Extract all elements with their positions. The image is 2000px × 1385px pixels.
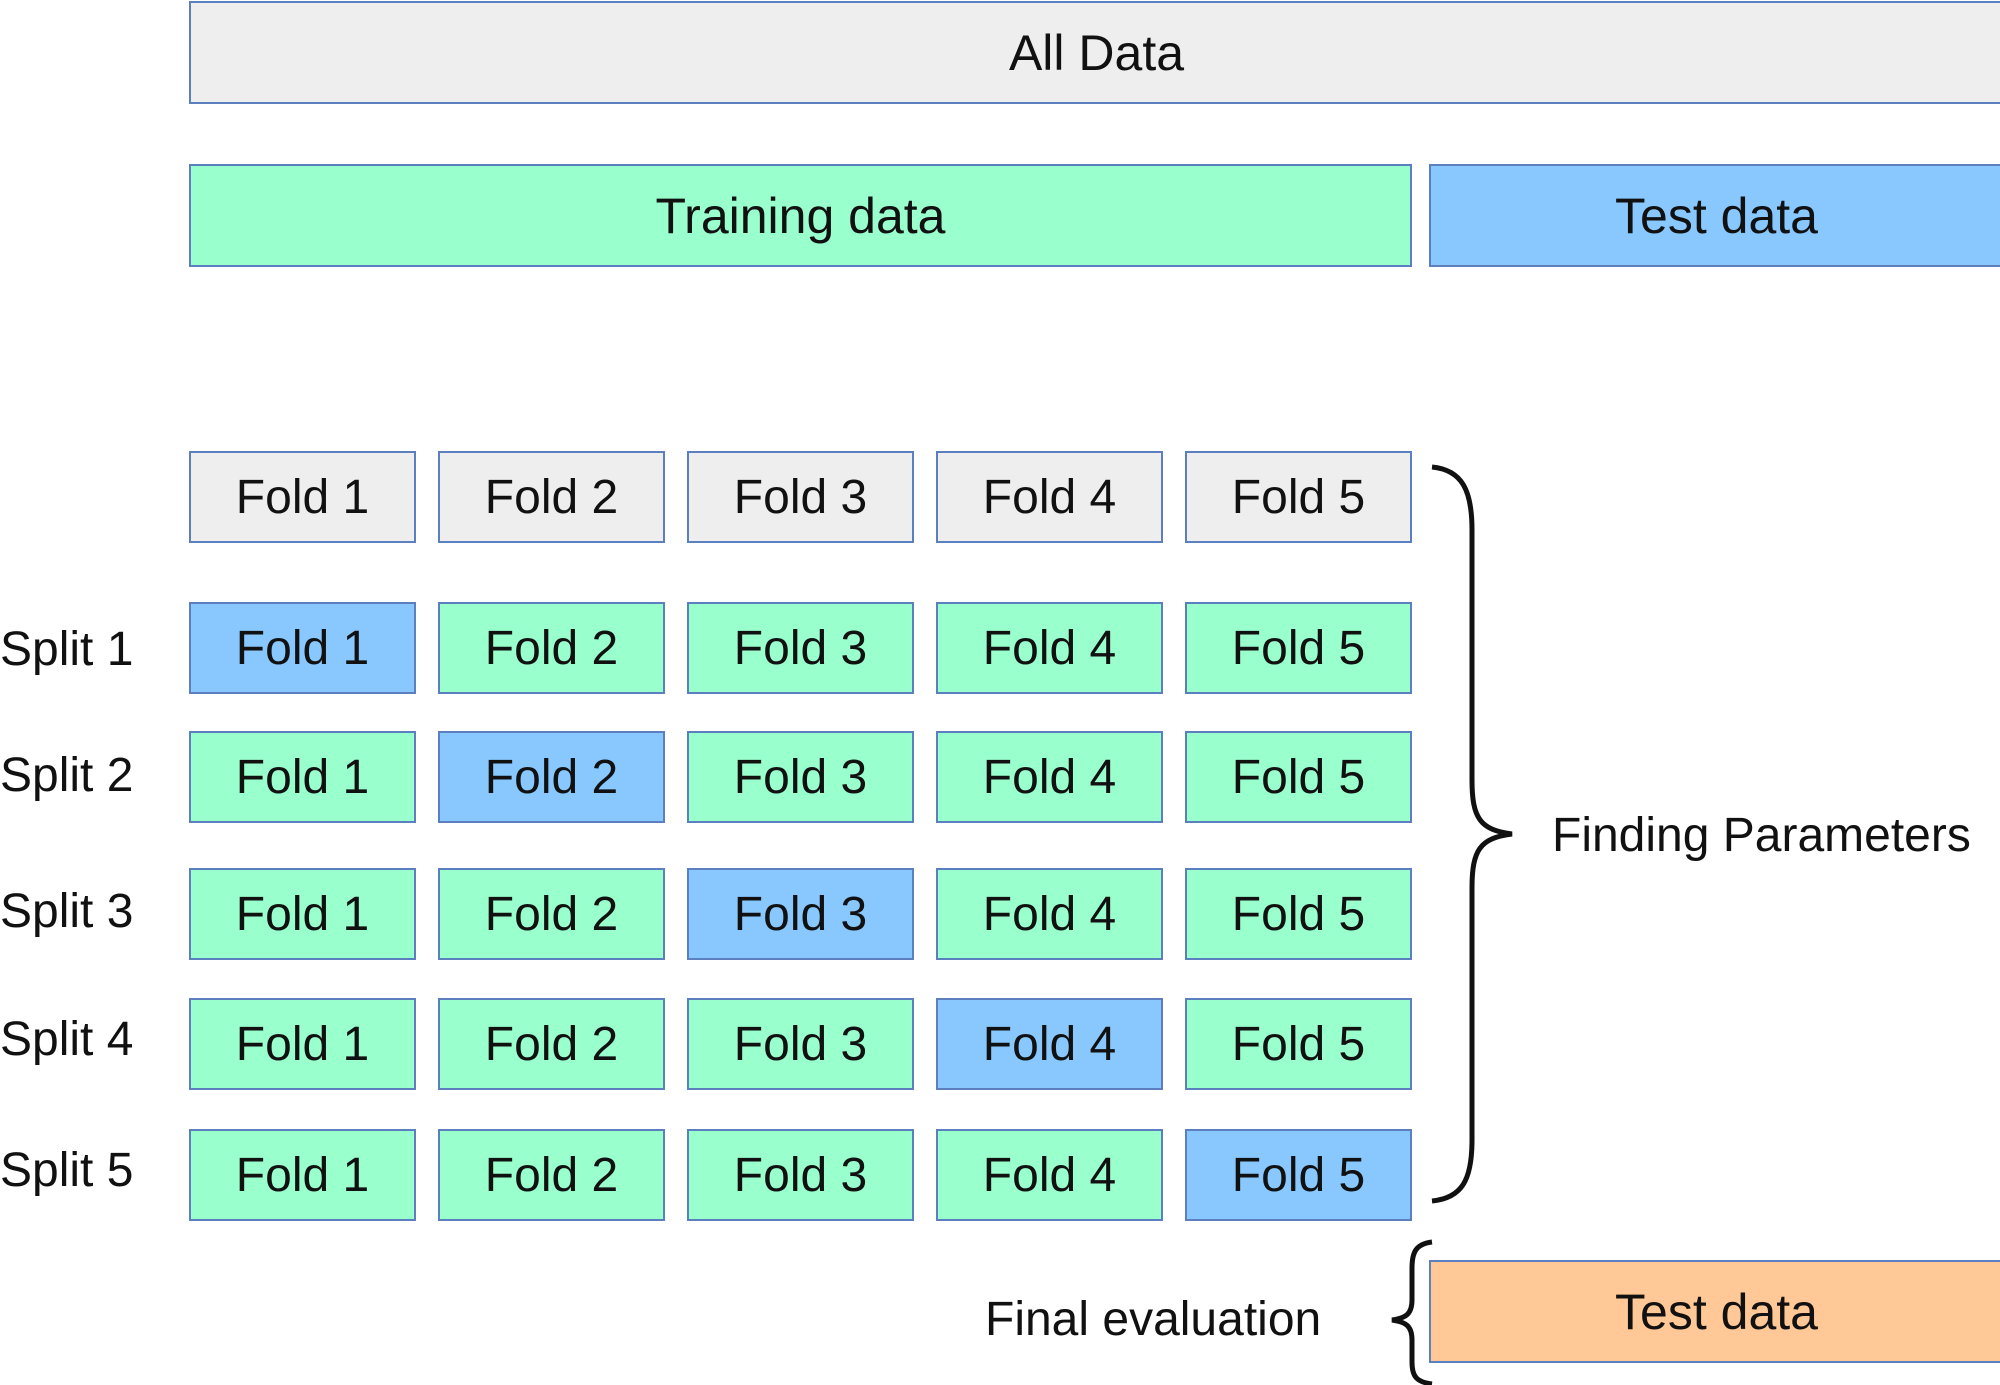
training-fold-split5-fold1: Fold 1	[189, 1129, 416, 1221]
training-fold-split1-fold2: Fold 2	[438, 602, 665, 694]
split-label-2: Split 2	[0, 749, 134, 802]
fold-label: Fold 4	[982, 470, 1117, 524]
fold-header-2: Fold 2	[438, 451, 665, 543]
finding-parameters-label: Finding Parameters	[1552, 809, 1971, 862]
fold-label: Fold 3	[733, 1148, 868, 1202]
training-fold-split5-fold3: Fold 3	[687, 1129, 914, 1221]
fold-label: Fold 1	[235, 1148, 370, 1202]
fold-label: Fold 5	[1231, 750, 1366, 804]
training-fold-split2-fold5: Fold 5	[1185, 731, 1412, 823]
fold-label: Fold 3	[733, 750, 868, 804]
training-fold-split1-fold3: Fold 3	[687, 602, 914, 694]
test-data-box: Test data	[1429, 164, 2000, 267]
fold-label: Fold 1	[235, 621, 370, 675]
fold-header-4: Fold 4	[936, 451, 1163, 543]
final-evaluation-brace	[1391, 1239, 1433, 1385]
fold-label: Fold 2	[484, 1017, 619, 1071]
all-data-label: All Data	[1008, 24, 1185, 81]
training-fold-split5-fold2: Fold 2	[438, 1129, 665, 1221]
training-fold-split2-fold1: Fold 1	[189, 731, 416, 823]
fold-header-1: Fold 1	[189, 451, 416, 543]
fold-header-3: Fold 3	[687, 451, 914, 543]
fold-label: Fold 2	[484, 621, 619, 675]
training-fold-split3-fold2: Fold 2	[438, 868, 665, 960]
fold-label: Fold 5	[1231, 1148, 1366, 1202]
fold-label: Fold 1	[235, 887, 370, 941]
fold-label: Fold 4	[982, 1148, 1117, 1202]
finding-parameters-brace	[1431, 464, 1513, 1204]
training-data-label: Training data	[655, 187, 946, 244]
validation-fold-split4-fold4: Fold 4	[936, 998, 1163, 1090]
fold-label: Fold 4	[982, 887, 1117, 941]
fold-label: Fold 3	[733, 621, 868, 675]
final-test-data-box: Test data	[1429, 1260, 2000, 1363]
validation-fold-split5-fold5: Fold 5	[1185, 1129, 1412, 1221]
final-test-data-label: Test data	[1615, 1283, 1818, 1340]
validation-fold-split2-fold2: Fold 2	[438, 731, 665, 823]
fold-header-5: Fold 5	[1185, 451, 1412, 543]
training-fold-split2-fold3: Fold 3	[687, 731, 914, 823]
fold-label: Fold 2	[484, 750, 619, 804]
final-evaluation-label: Final evaluation	[985, 1293, 1322, 1346]
fold-label: Fold 4	[982, 750, 1117, 804]
training-fold-split5-fold4: Fold 4	[936, 1129, 1163, 1221]
fold-label: Fold 2	[484, 887, 619, 941]
training-fold-split2-fold4: Fold 4	[936, 731, 1163, 823]
fold-label: Fold 5	[1231, 621, 1366, 675]
fold-label: Fold 5	[1231, 470, 1366, 524]
split-label-5: Split 5	[0, 1144, 134, 1197]
training-fold-split1-fold5: Fold 5	[1185, 602, 1412, 694]
training-fold-split4-fold2: Fold 2	[438, 998, 665, 1090]
fold-label: Fold 1	[235, 750, 370, 804]
fold-label: Fold 4	[982, 1017, 1117, 1071]
split-label-3: Split 3	[0, 885, 134, 938]
fold-label: Fold 3	[733, 1017, 868, 1071]
split-label-4: Split 4	[0, 1013, 134, 1066]
training-fold-split3-fold5: Fold 5	[1185, 868, 1412, 960]
fold-label: Fold 1	[235, 470, 370, 524]
training-fold-split4-fold1: Fold 1	[189, 998, 416, 1090]
fold-label: Fold 3	[733, 470, 868, 524]
training-fold-split1-fold4: Fold 4	[936, 602, 1163, 694]
validation-fold-split3-fold3: Fold 3	[687, 868, 914, 960]
split-label-1: Split 1	[0, 623, 134, 676]
fold-label: Fold 1	[235, 1017, 370, 1071]
validation-fold-split1-fold1: Fold 1	[189, 602, 416, 694]
training-data-box: Training data	[189, 164, 1412, 267]
training-fold-split3-fold4: Fold 4	[936, 868, 1163, 960]
test-data-label: Test data	[1615, 187, 1818, 244]
fold-label: Fold 3	[733, 887, 868, 941]
fold-label: Fold 4	[982, 621, 1117, 675]
fold-label: Fold 2	[484, 470, 619, 524]
all-data-box: All Data	[189, 1, 2000, 104]
training-fold-split4-fold3: Fold 3	[687, 998, 914, 1090]
fold-label: Fold 2	[484, 1148, 619, 1202]
fold-label: Fold 5	[1231, 1017, 1366, 1071]
training-fold-split4-fold5: Fold 5	[1185, 998, 1412, 1090]
training-fold-split3-fold1: Fold 1	[189, 868, 416, 960]
fold-label: Fold 5	[1231, 887, 1366, 941]
